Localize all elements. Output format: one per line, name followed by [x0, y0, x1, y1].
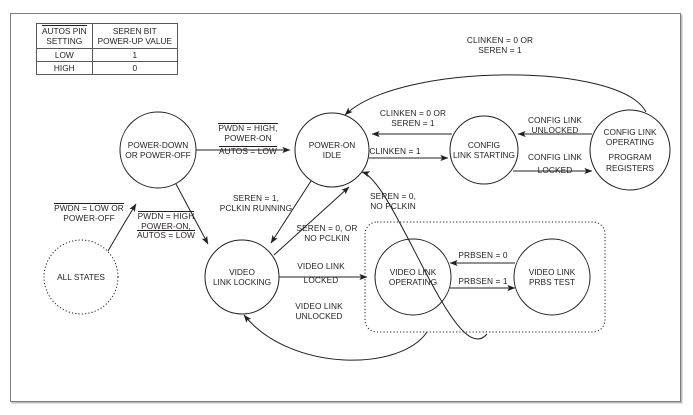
edge-label-config-link-starting-to-power-on-idle: CLINKEN = 0 OR SEREN = 1 [379, 108, 447, 128]
state-circle-config-link-operating [589, 109, 671, 191]
edge-label-power-on-idle-to-video-link-locking: SEREN = 1, PCLKIN RUNNING [219, 193, 293, 213]
state-circle-video-link-prbs-test [513, 238, 591, 316]
cell-value-high: 0 [91, 61, 178, 75]
edge-label-all-states-to-power-down: PWDN = LOW OR POWER-OFF [54, 203, 124, 223]
table-header-seren-bit: SEREN BIT POWER-UP VALUE [91, 23, 178, 49]
table-row: HIGH 0 [36, 61, 178, 75]
edge-power-on-idle-to-video-link-locking [270, 180, 312, 244]
edge-video-link-operating-to-video-link-locking [243, 314, 428, 361]
edge-label-config-link-operating-to-power-on-idle: CLINKEN = 0 OR SEREN = 1 [466, 35, 534, 55]
edge-label-video-link-locking-to-video-link-operating: VIDEO LINK LOCKED [297, 261, 345, 285]
header-autos-overline: AUTOS PIN [42, 25, 87, 36]
edge-video-link-locking-to-power-on-idle [273, 186, 350, 256]
table-header-row: AUTOS PIN SETTING SEREN BIT POWER-UP VAL… [36, 23, 178, 49]
edge-power-down-to-video-link-locking [175, 183, 209, 245]
state-circle-all-states [43, 239, 119, 315]
autos-pin-legend-table: AUTOS PIN SETTING SEREN BIT POWER-UP VAL… [36, 23, 178, 75]
edge-video-link-group-to-power-on-idle [361, 171, 488, 340]
edge-label-video-link-locking-to-power-on-idle: SEREN = 0, OR NO PCLKIN [296, 223, 358, 243]
edge-config-link-operating-to-power-on-idle [344, 74, 647, 116]
table-header-autos-pin: AUTOS PIN SETTING [36, 23, 93, 49]
edge-label-config-link-operating-to-config-link-starting: CONFIG LINK UNLOCKED [527, 115, 583, 135]
edge-label-power-down-to-power-on-idle: PWDN = HIGH, POWER-ON AUTOS = LOW [218, 123, 278, 157]
edge-label-video-link-group-to-power-on-idle: SEREN = 0, NO PCLKIN [370, 191, 416, 211]
edge-label-config-link-starting-to-config-link-operating: CONFIG LINK LOCKED [527, 152, 583, 175]
edge-label-video-link-prbs-test-to-video-link-operating: PRBSEN = 0 [458, 250, 508, 260]
state-circle-video-link-operating [374, 238, 452, 316]
cell-value-low: 1 [91, 48, 178, 62]
state-circle-config-link-starting [449, 115, 519, 185]
edge-label-video-link-operating-to-video-link-locking: VIDEO LINK UNLOCKED [295, 301, 343, 321]
edge-label-all-states-to-video-link-locking: PWDN = HIGH POWER-ON, AUTOS = LOW [137, 211, 195, 241]
cell-setting-high: HIGH [36, 61, 93, 75]
cell-setting-low: LOW [36, 48, 93, 62]
table-row: LOW 1 [36, 48, 178, 62]
edge-all-states-to-power-down [107, 203, 137, 252]
edge-label-power-on-idle-to-config-link-starting: CLINKEN = 1 [369, 146, 421, 156]
diagram-frame [10, 13, 681, 402]
state-label-all-states: ALL STATES [57, 271, 105, 282]
state-circle-power-on-idle [294, 112, 370, 188]
edge-label-video-link-operating-to-video-link-prbs-test: PRBSEN = 1 [458, 276, 508, 286]
